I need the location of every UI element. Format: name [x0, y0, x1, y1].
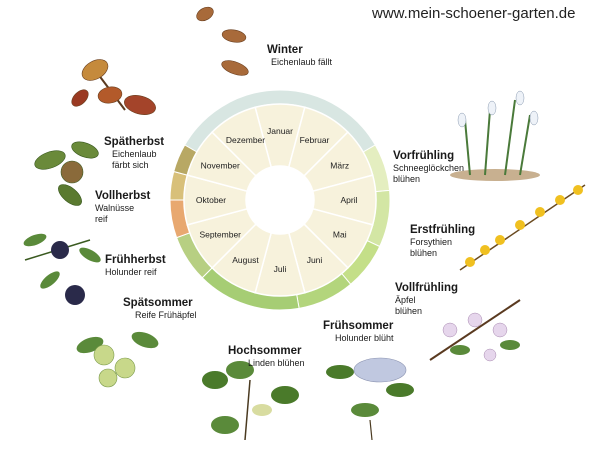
month-label: Februar	[300, 135, 330, 145]
season-description: blühen	[410, 248, 438, 258]
season-description: Holunder reif	[105, 267, 157, 277]
season-name: Vollfrühling	[395, 282, 459, 294]
season-name: Spätherbst	[104, 136, 165, 148]
season-name: Frühherbst	[105, 254, 166, 266]
season-description: Äpfel	[395, 295, 416, 305]
month-label: Dezember	[226, 135, 265, 145]
season-description: Eichenlaub	[112, 149, 157, 159]
season-description: Holunder blüht	[335, 333, 394, 343]
wheel-center	[246, 166, 314, 234]
season-description: blühen	[393, 174, 421, 184]
month-label: Mai	[333, 230, 347, 240]
season-name: Hochsommer	[228, 345, 302, 357]
season-description: Eichenlaub fällt	[271, 57, 333, 67]
season-description: Forsythien	[410, 237, 453, 247]
forsythia-icon	[459, 184, 586, 271]
elderberry-icon	[23, 233, 101, 305]
snowdrop-icon	[450, 90, 540, 181]
season-name: Vorfrühling	[393, 150, 455, 162]
walnut-icon	[34, 141, 99, 206]
month-label: Juni	[307, 255, 323, 265]
month-label: Januar	[267, 126, 293, 136]
season-description: Schneeglöckchen	[393, 163, 465, 173]
season-description: Walnüsse	[95, 203, 135, 213]
month-label: März	[330, 161, 349, 171]
season-description: Reife Frühäpfel	[135, 310, 197, 320]
season-name: Vollherbst	[95, 190, 151, 202]
season-description: reif	[95, 214, 108, 224]
oak-branch-icon	[71, 59, 156, 115]
site-url: www.mein-schoener-garten.de	[372, 5, 576, 22]
apple-blossom-icon	[429, 299, 521, 362]
season-description: blühen	[395, 306, 423, 316]
season-name: Winter	[267, 44, 303, 56]
month-label: Oktober	[196, 195, 226, 205]
oak-leaves-icon	[196, 6, 249, 76]
season-name: Spätsommer	[123, 297, 193, 309]
elderflower-icon	[326, 357, 414, 441]
month-label: September	[199, 230, 241, 240]
season-description: färbt sich	[112, 160, 149, 170]
apples-icon	[76, 331, 159, 388]
season-description: Linden blühen	[248, 358, 305, 368]
month-label: Juli	[274, 264, 287, 274]
month-label: November	[201, 161, 240, 171]
season-name: Erstfrühling	[410, 224, 476, 236]
linden-icon	[202, 361, 299, 441]
month-label: April	[340, 195, 357, 205]
season-name: Frühsommer	[323, 320, 394, 332]
month-label: August	[232, 255, 259, 265]
